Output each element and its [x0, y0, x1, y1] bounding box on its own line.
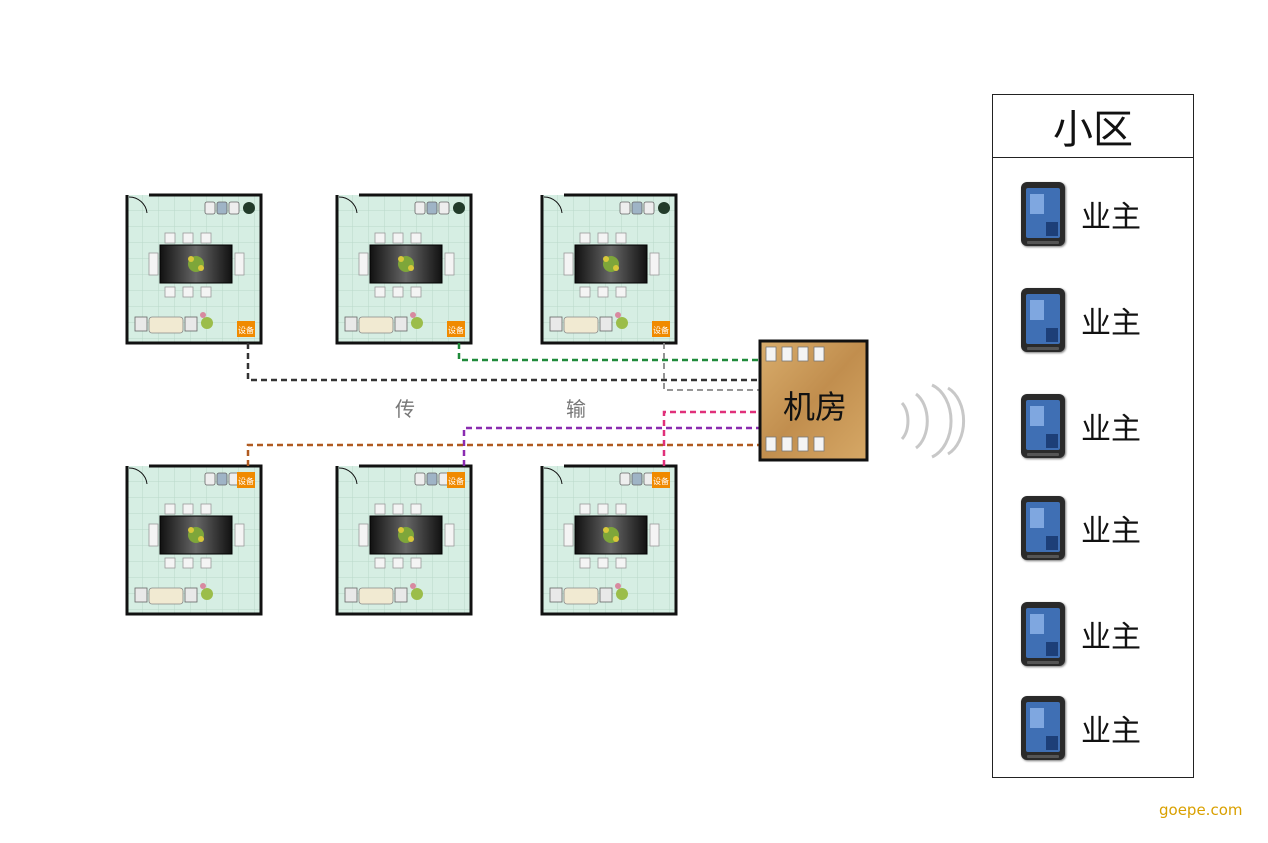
device-badge: 设备 [447, 321, 465, 337]
svg-text:设备: 设备 [653, 325, 669, 335]
svg-text:设备: 设备 [448, 476, 464, 486]
room-top-1: 设备 [125, 193, 263, 345]
owner-item: 业主 [1021, 181, 1191, 247]
owner-label: 业主 [1081, 306, 1141, 341]
owner-label: 业主 [1081, 412, 1141, 447]
room-top-2: 设备 [335, 193, 473, 345]
device-badge: 设备 [447, 472, 465, 488]
device-badge: 设备 [237, 472, 255, 488]
machine-room-label: 机房 [783, 388, 847, 426]
phone-icon [1021, 288, 1065, 352]
wireless-signal-icon [900, 383, 966, 459]
phone-icon [1021, 182, 1065, 246]
phone-icon [1021, 394, 1065, 458]
owner-item: 业主 [1021, 495, 1191, 561]
phone-icon [1021, 496, 1065, 560]
community-panel: 小区 业主 业主 业主 业主 业主 业主 [992, 94, 1194, 778]
owner-label: 业主 [1081, 714, 1141, 749]
community-title: 小区 [993, 95, 1193, 158]
svg-text:设备: 设备 [238, 325, 254, 335]
phone-icon [1021, 602, 1065, 666]
device-badge: 设备 [652, 472, 670, 488]
machine-room: 机房 [758, 339, 869, 462]
phone-icon [1021, 696, 1065, 760]
link-top-2 [457, 343, 760, 362]
link-top-3 [663, 343, 760, 391]
device-badge: 设备 [652, 321, 670, 337]
room-bottom-1: 设备 [125, 464, 263, 616]
owner-item: 业主 [1021, 393, 1191, 459]
link-bottom-1 [246, 443, 760, 466]
room-bottom-3: 设备 [540, 464, 678, 616]
owner-item: 业主 [1021, 695, 1191, 761]
svg-text:设备: 设备 [238, 476, 254, 486]
owner-label: 业主 [1081, 514, 1141, 549]
svg-text:设备: 设备 [448, 325, 464, 335]
link-top-1 [246, 343, 760, 382]
owner-label: 业主 [1081, 200, 1141, 235]
room-top-3: 设备 [540, 193, 678, 345]
svg-text:设备: 设备 [653, 476, 669, 486]
room-bottom-2: 设备 [335, 464, 473, 616]
transmission-label-1: 传 [395, 397, 415, 421]
watermark: goepe.com [1159, 801, 1243, 819]
owner-item: 业主 [1021, 601, 1191, 667]
link-bottom-2 [462, 426, 760, 466]
owner-label: 业主 [1081, 620, 1141, 655]
link-bottom-3 [662, 410, 760, 466]
transmission-label-2: 输 [566, 397, 586, 421]
device-badge: 设备 [237, 321, 255, 337]
owner-item: 业主 [1021, 287, 1191, 353]
